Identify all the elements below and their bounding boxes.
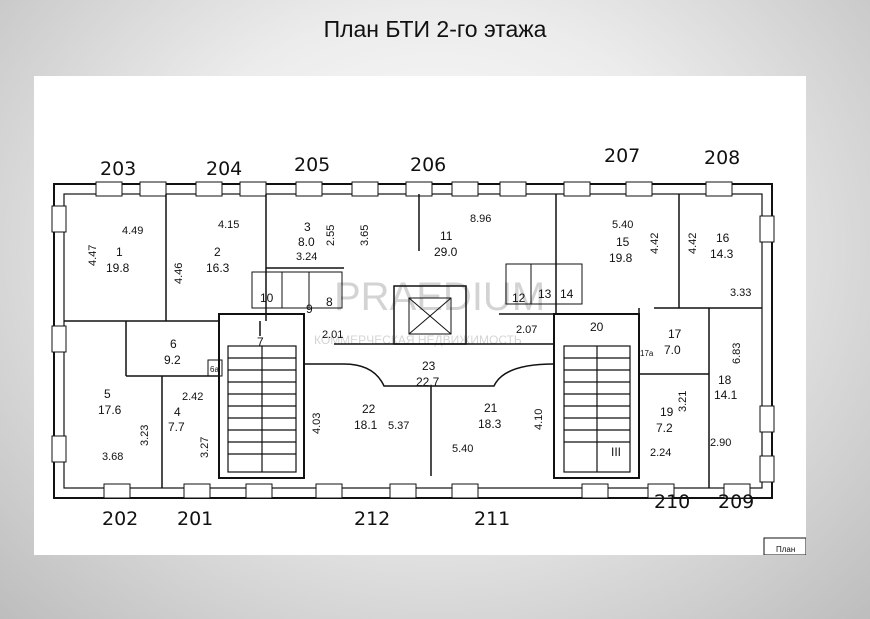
floor-plan: PRAEDIUM КОММЕРЧЕСКАЯ НЕДВИЖИМОСТЬ 203 2… xyxy=(34,76,807,556)
office-205: 205 xyxy=(294,154,330,176)
watermark-text: PRAEDIUM xyxy=(334,275,545,319)
corner-text: План xyxy=(776,545,795,554)
stair-right xyxy=(553,313,640,479)
dim-442a: 4.42 xyxy=(649,233,661,254)
office-206: 206 xyxy=(410,154,446,176)
dim-449: 4.49 xyxy=(122,225,143,237)
room-3-area: 8.0 xyxy=(298,235,315,249)
room-17-area: 7.0 xyxy=(664,343,681,357)
room-2-id: 2 xyxy=(214,245,221,259)
room-1-area: 19.8 xyxy=(106,261,130,275)
stair-label: III xyxy=(611,445,621,459)
dim-324: 3.24 xyxy=(296,251,317,263)
watermark-subtext: КОММЕРЧЕСКАЯ НЕДВИЖИМОСТЬ xyxy=(314,333,522,347)
wc-blocks xyxy=(207,263,583,377)
dim-896: 8.96 xyxy=(470,213,491,225)
dim-368: 3.68 xyxy=(102,451,123,463)
room-17a-id: 17а xyxy=(640,349,654,358)
room-14-id: 14 xyxy=(560,287,574,301)
room-15-id: 15 xyxy=(616,235,630,249)
room-19-id: 19 xyxy=(660,405,674,419)
room-3-id: 3 xyxy=(304,220,311,234)
dim-415: 4.15 xyxy=(218,219,239,231)
room-9-id: 9 xyxy=(306,302,313,316)
dim-442b: 4.42 xyxy=(687,233,699,254)
dim-321: 3.21 xyxy=(677,391,689,412)
office-211: 211 xyxy=(474,508,510,530)
room-16-id: 16 xyxy=(716,231,730,245)
dim-540b: 5.40 xyxy=(452,443,473,455)
room-21-area: 18.3 xyxy=(478,417,502,431)
office-201: 201 xyxy=(177,508,213,530)
room-12-id: 12 xyxy=(512,291,526,305)
room-5-id: 5 xyxy=(104,387,111,401)
room-1-id: 1 xyxy=(116,245,123,259)
dim-333: 3.33 xyxy=(730,287,751,299)
room-11-id: 11 xyxy=(440,229,453,243)
room-22-area: 18.1 xyxy=(354,418,378,432)
room-18-id: 18 xyxy=(718,373,732,387)
dim-403: 4.03 xyxy=(311,413,323,434)
watermark: PRAEDIUM КОММЕРЧЕСКАЯ НЕДВИЖИМОСТЬ xyxy=(314,275,545,347)
room-6a-id: 6а xyxy=(210,365,219,374)
room-2-area: 16.3 xyxy=(206,261,230,275)
room-labels: 1 19.8 2 16.3 3 8.0 4 7.7 5 17.6 6 9.2 7… xyxy=(98,220,738,459)
dim-410: 4.10 xyxy=(533,409,545,430)
dim-365: 3.65 xyxy=(359,225,371,246)
dim-224: 2.24 xyxy=(650,447,671,459)
dim-537: 5.37 xyxy=(388,420,409,432)
room-4-area: 7.7 xyxy=(168,420,185,434)
dim-242: 2.42 xyxy=(182,391,203,403)
office-212: 212 xyxy=(354,508,390,530)
room-6-id: 6 xyxy=(170,337,177,351)
room-18-area: 14.1 xyxy=(714,388,738,402)
corner-stamp: План xyxy=(763,537,807,556)
room-5-area: 17.6 xyxy=(98,403,122,417)
room-7-id: 7 xyxy=(257,335,264,349)
slide-title: План БТИ 2-го этажа xyxy=(323,16,547,42)
dim-447: 4.47 xyxy=(87,245,99,266)
office-203: 203 xyxy=(100,158,136,180)
dim-323: 3.23 xyxy=(139,425,151,446)
office-207: 207 xyxy=(604,145,640,167)
office-numbers: 203 204 205 206 207 208 202 201 212 211 … xyxy=(100,145,754,530)
dimensions: 4.49 4.47 4.15 4.46 2.55 3.24 3.65 8.96 … xyxy=(87,213,751,463)
dim-290: 2.90 xyxy=(710,437,731,449)
room-19-area: 7.2 xyxy=(656,421,673,435)
room-8-id: 8 xyxy=(326,295,333,309)
room-22-id: 22 xyxy=(362,402,376,416)
dim-207: 2.07 xyxy=(516,324,537,336)
room-23-area: 22.7 xyxy=(416,375,440,389)
room-23-id: 23 xyxy=(422,359,436,373)
dim-683: 6.83 xyxy=(731,343,743,364)
room-11-area: 29.0 xyxy=(434,245,458,259)
room-4-id: 4 xyxy=(174,405,181,419)
office-204: 204 xyxy=(206,158,242,180)
room-21-id: 21 xyxy=(484,401,498,415)
room-10-id: 10 xyxy=(260,291,274,305)
room-15-area: 19.8 xyxy=(609,251,633,265)
stair-left xyxy=(218,313,305,479)
dim-540a: 5.40 xyxy=(612,219,633,231)
room-6-area: 9.2 xyxy=(164,353,181,367)
windows xyxy=(51,181,775,499)
office-208: 208 xyxy=(704,147,740,169)
room-17-id: 17 xyxy=(668,327,682,341)
office-202: 202 xyxy=(102,508,138,530)
room-13-id: 13 xyxy=(538,287,552,301)
dim-327: 3.27 xyxy=(199,437,211,458)
room-20-id: 20 xyxy=(590,320,604,334)
office-209: 209 xyxy=(718,491,754,513)
room-16-area: 14.3 xyxy=(710,247,734,261)
elevator-shaft xyxy=(393,285,467,345)
dim-201: 2.01 xyxy=(322,329,343,341)
office-210: 210 xyxy=(654,491,690,513)
dim-255: 2.55 xyxy=(325,225,337,246)
dim-446: 4.46 xyxy=(173,263,185,284)
